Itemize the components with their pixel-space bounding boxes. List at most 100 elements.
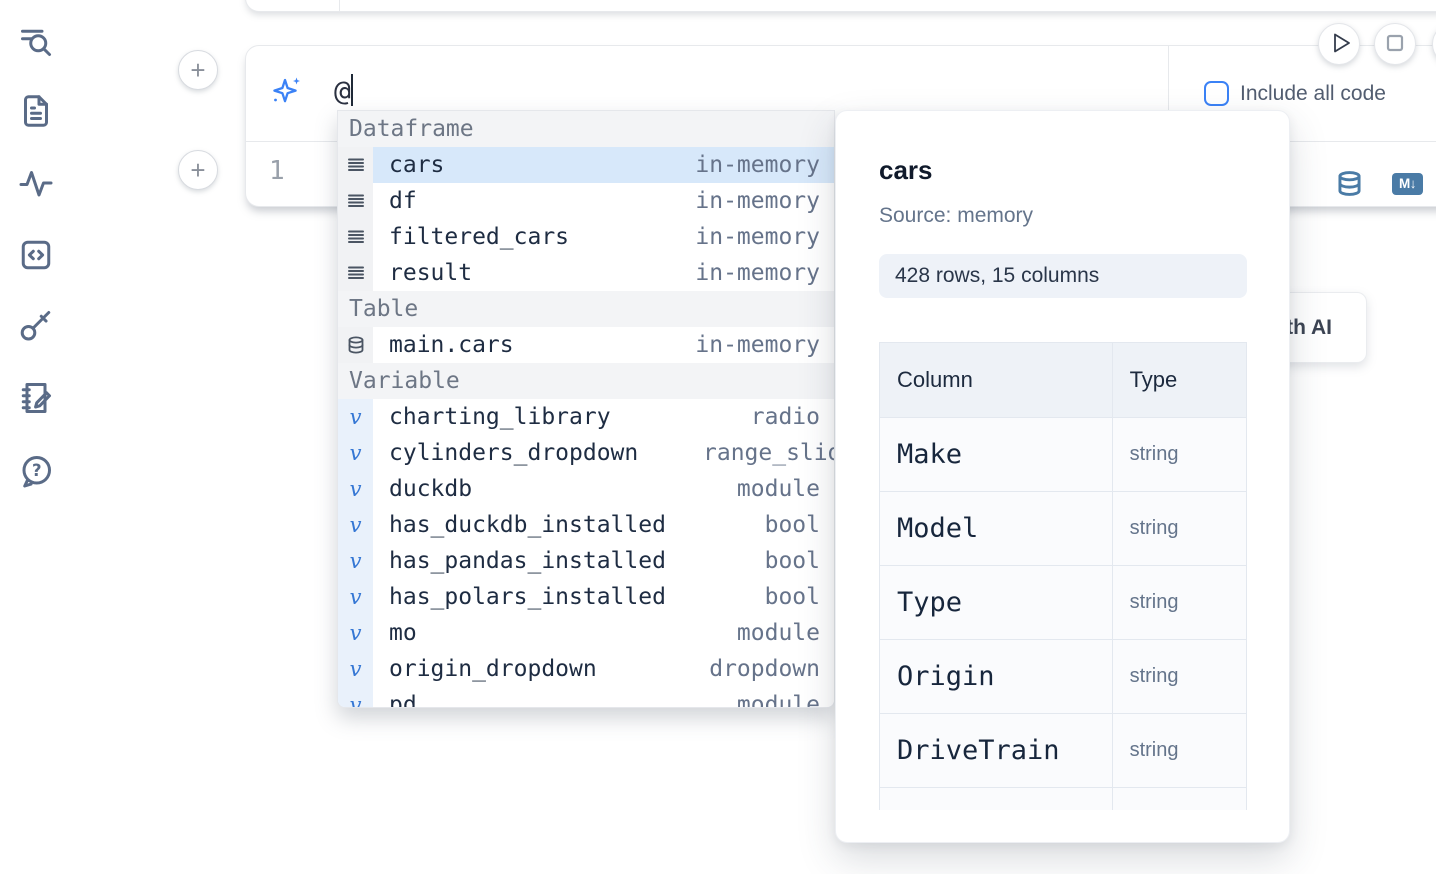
item-type: in-memory (695, 332, 820, 358)
section-header-table: Table (338, 291, 834, 327)
item-type: range_slider (703, 440, 834, 466)
autocomplete-item-has-polars-installed[interactable]: v has_polars_installed bool (338, 579, 834, 615)
item-name: cars (389, 152, 445, 178)
include-all-code-checkbox[interactable] (1204, 81, 1229, 106)
autocomplete-item-main-cars[interactable]: main.cars in-memory (338, 327, 834, 363)
sidebar-item-toc-search[interactable] (16, 22, 56, 62)
dataframe-icon (338, 219, 373, 255)
item-name: mo (389, 620, 417, 646)
schema-header-type: Type (1111, 342, 1247, 418)
sidebar-item-secrets[interactable] (16, 307, 56, 347)
column-type: string (1111, 639, 1247, 714)
item-type: in-memory (695, 260, 820, 286)
column-type (1111, 787, 1247, 810)
code-snippets-icon (18, 237, 54, 276)
sidebar-item-activity[interactable] (16, 164, 56, 204)
help-icon: ? (18, 453, 54, 492)
schema-table: Column Type Make string Model string Typ… (879, 342, 1247, 810)
item-name: pd (389, 692, 417, 708)
column-name: Origin (879, 639, 1113, 714)
item-type: module (736, 620, 820, 646)
item-name: cylinders_dropdown (389, 440, 639, 466)
dataframe-icon (338, 147, 373, 183)
item-name: origin_dropdown (389, 656, 597, 682)
item-type: bool (764, 584, 820, 610)
variable-icon: v (338, 579, 373, 615)
stop-cell-button[interactable] (1374, 23, 1416, 65)
autocomplete-item-has-duckdb-installed[interactable]: v has_duckdb_installed bool (338, 507, 834, 543)
table-row-clipped (879, 787, 1247, 810)
text-cursor (350, 74, 353, 106)
item-type: radio (750, 404, 820, 430)
column-type: string (1111, 491, 1247, 566)
database-icon[interactable] (1336, 170, 1363, 202)
sidebar-item-help[interactable]: ? (16, 452, 56, 492)
item-name: duckdb (389, 476, 473, 502)
item-type: bool (764, 512, 820, 538)
ai-prompt-input[interactable]: @ (334, 74, 353, 107)
run-cell-button[interactable] (1318, 23, 1360, 65)
popup-source: Source: memory (879, 204, 1034, 227)
document-icon (18, 93, 54, 132)
autocomplete-item-df[interactable]: df in-memory (338, 183, 834, 219)
column-type: string (1111, 565, 1247, 640)
variable-icon: v (338, 687, 373, 707)
column-name: Make (879, 417, 1113, 492)
item-name: df (389, 188, 417, 214)
table-row: Make string (879, 417, 1247, 492)
dataframe-icon (338, 255, 373, 291)
column-name: DriveTrain (879, 713, 1113, 788)
variable-icon: v (338, 507, 373, 543)
sidebar: ? (0, 0, 72, 874)
column-name: Model (879, 491, 1113, 566)
item-type: in-memory (695, 224, 820, 250)
section-header-dataframe: Dataframe (338, 111, 834, 147)
ai-prompt-row[interactable]: @ Include all code (246, 46, 1436, 141)
item-name: has_duckdb_installed (389, 512, 666, 538)
item-name: has_polars_installed (389, 584, 666, 610)
item-name: charting_library (389, 404, 611, 430)
section-header-variable: Variable (338, 363, 834, 399)
code-editor-row[interactable]: 1 M↓ (246, 142, 1436, 208)
markdown-icon[interactable]: M↓ (1392, 173, 1423, 195)
variable-icon: v (338, 471, 373, 507)
include-all-code-label: Include all code (1240, 81, 1386, 105)
dataframe-icon (338, 183, 373, 219)
table-row: Type string (879, 565, 1247, 640)
autocomplete-item-charting-library[interactable]: v charting_library radio (338, 399, 834, 435)
schema-table-wrap: Column Type Make string Model string Typ… (879, 342, 1247, 810)
variable-icon: v (338, 543, 373, 579)
autocomplete-item-cylinders-dropdown[interactable]: v cylinders_dropdown range_slider (338, 435, 834, 471)
item-name: main.cars (389, 332, 514, 358)
variable-icon: v (338, 399, 373, 435)
variable-icon: v (338, 435, 373, 471)
table-row: Origin string (879, 639, 1247, 714)
sidebar-item-scratchpad[interactable] (16, 379, 56, 419)
add-cell-below-button[interactable]: + (178, 150, 218, 190)
item-type: in-memory (695, 188, 820, 214)
key-icon (18, 308, 54, 347)
column-type: string (1111, 417, 1247, 492)
table-row: DriveTrain string (879, 713, 1247, 788)
item-type: dropdown (709, 656, 820, 682)
sparkles-icon (271, 75, 303, 107)
sidebar-item-documents[interactable] (16, 92, 56, 132)
add-cell-above-button[interactable]: + (178, 50, 218, 90)
svg-text:?: ? (32, 460, 42, 479)
sidebar-item-snippets[interactable] (16, 236, 56, 276)
scratchpad-icon (18, 380, 54, 419)
dataframe-preview-popup: cars Source: memory 428 rows, 15 columns… (835, 110, 1290, 843)
table-row: Model string (879, 491, 1247, 566)
toc-search-icon (18, 23, 54, 62)
item-type: bool (764, 548, 820, 574)
shape-badge: 428 rows, 15 columns (879, 254, 1247, 298)
